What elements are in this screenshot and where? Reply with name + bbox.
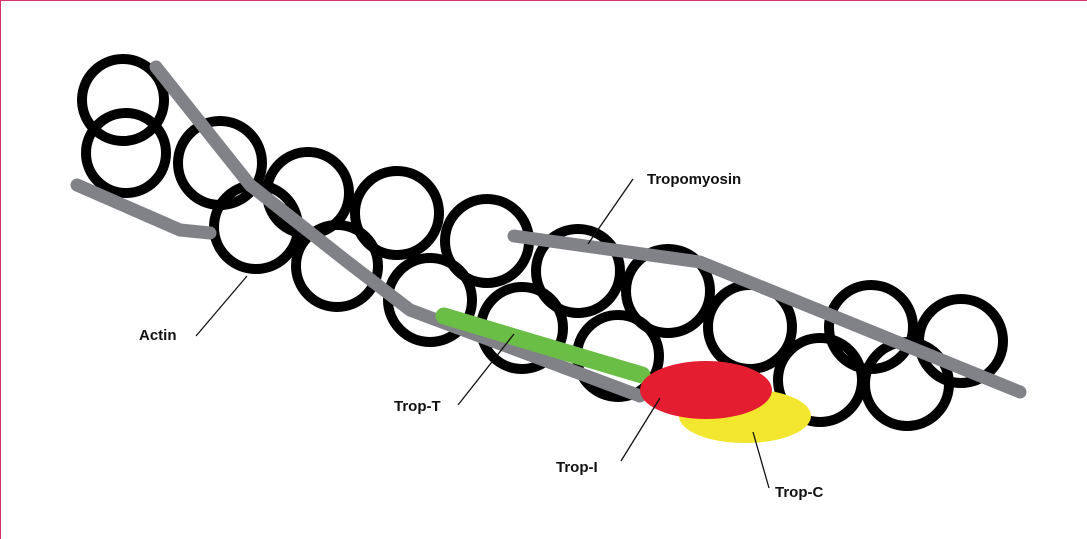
label-trop-t: Trop-T [394, 398, 441, 415]
label-trop-c: Trop-C [775, 484, 823, 501]
label-tropomyosin: Tropomyosin [647, 171, 741, 188]
troponin-i [640, 361, 772, 419]
leader-line-trop-i [621, 398, 660, 461]
actin-monomer [86, 113, 166, 193]
leader-line-actin [196, 276, 247, 336]
label-actin: Actin [139, 327, 177, 344]
leader-line-tropomyosin [588, 179, 633, 244]
actin-monomer [355, 171, 439, 255]
label-trop-i: Trop-I [556, 459, 598, 476]
